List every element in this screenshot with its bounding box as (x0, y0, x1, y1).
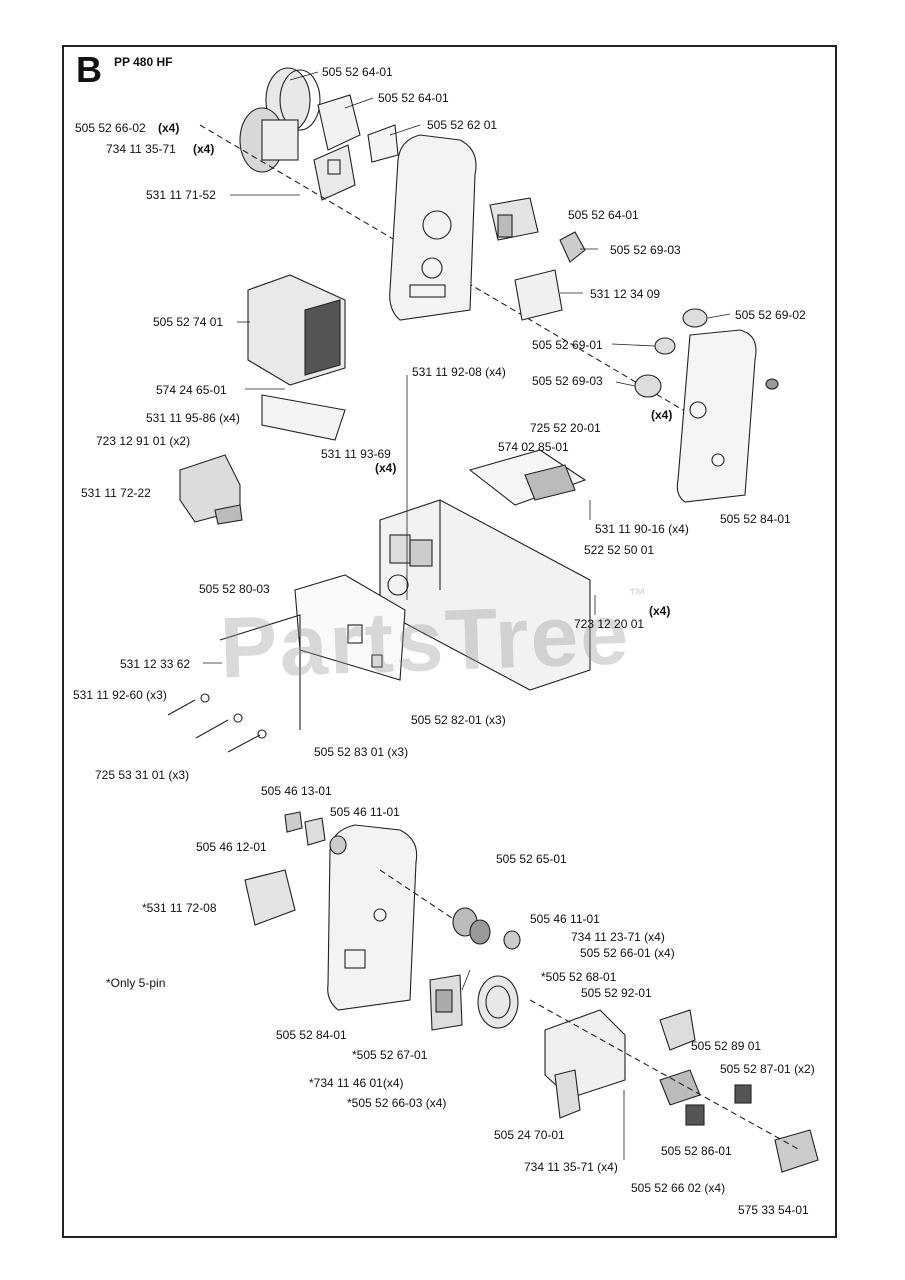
part-label: 505 52 80-03 (199, 582, 270, 596)
part-label: 505 24 70-01 (494, 1128, 565, 1142)
quantity-label: (x4) (651, 408, 673, 422)
part-label: 505 52 64-01 (378, 91, 449, 105)
part-label: 531 11 90-16 (x4) (595, 522, 689, 536)
part-label: 505 52 66-01 (x4) (580, 946, 675, 960)
part-label: *734 11 46 01(x4) (309, 1076, 404, 1090)
quantity-label: (x4) (193, 142, 215, 156)
bottom-socket-housing (529, 999, 819, 1173)
part-label: 725 53 31 01 (x3) (95, 768, 190, 782)
part-label: 723 12 20 01 (574, 617, 645, 631)
part-label: 505 52 74 01 (153, 315, 224, 329)
front-cover-plate (219, 574, 406, 730)
part-label: 505 52 66-02 (75, 121, 146, 135)
part-label: 725 52 20-01 (530, 421, 601, 435)
part-label: *531 11 72-08 (142, 901, 217, 915)
part-label: 531 12 33 62 (120, 657, 191, 671)
part-label: 531 12 34 09 (590, 287, 661, 301)
part-label: 505 52 92-01 (581, 986, 652, 1000)
top-relay-module (489, 197, 586, 321)
part-label: *505 52 66-03 (x4) (347, 1096, 447, 1110)
part-label: 505 46 13-01 (261, 784, 332, 798)
top-panel-front (389, 134, 477, 321)
quantity-label: (x4) (649, 604, 671, 618)
power-supply-module (247, 274, 346, 441)
partstree-watermark: PartsTree™ (218, 584, 649, 697)
part-label: 505 52 82-01 (x3) (411, 713, 506, 727)
part-label: 531 11 93-69 (321, 447, 391, 461)
top-panel-rear (634, 308, 779, 503)
document-number: 575 33 54-01 (738, 1203, 809, 1217)
part-label: 505 52 69-01 (532, 338, 603, 352)
part-label: 734 11 35-71 (x4) (524, 1160, 618, 1174)
main-chassis (379, 449, 591, 691)
part-label: 505 52 69-02 (735, 308, 806, 322)
part-label: 723 12 91 01 (x2) (96, 434, 191, 448)
part-label: *505 52 68-01 (541, 970, 617, 984)
bottom-panel (327, 824, 418, 1011)
connector-block-left (179, 454, 243, 525)
part-label: 574 24 65-01 (156, 383, 227, 397)
part-label: 522 52 50 01 (584, 543, 655, 557)
part-label: 505 52 64-01 (322, 65, 393, 79)
quantity-label: (x4) (158, 121, 180, 135)
part-label: 531 11 72-22 (81, 486, 151, 500)
part-label: 505 52 69-03 (610, 243, 681, 257)
bottom-connectors (244, 811, 463, 1031)
part-label: 505 52 84-01 (720, 512, 791, 526)
part-label: 505 52 87-01 (x2) (720, 1062, 815, 1076)
part-label: 505 46 11-01 (530, 912, 600, 926)
top-motor-assembly (199, 67, 701, 421)
part-label: *505 52 67-01 (352, 1048, 428, 1062)
part-label: 505 46 12-01 (196, 840, 267, 854)
part-label: 505 52 62 01 (427, 118, 498, 132)
screw-set-middle (167, 693, 267, 753)
bottom-plug-assembly (379, 869, 521, 1029)
section-letter: B (76, 49, 102, 90)
part-label: 531 11 92-60 (x3) (73, 688, 167, 702)
quantity-label: (x4) (375, 461, 397, 475)
part-label: 505 52 83 01 (x3) (314, 745, 409, 759)
part-label: 531 11 95-86 (x4) (146, 411, 240, 425)
part-label: 505 52 84-01 (276, 1028, 347, 1042)
part-label: 574 02 85-01 (498, 440, 569, 454)
leader-lines (203, 71, 731, 1160)
part-label: 531 11 92-08 (x4) (412, 365, 506, 379)
diagram-frame (62, 45, 837, 1238)
part-label: 505 52 64-01 (568, 208, 639, 222)
part-label: 505 52 86-01 (661, 1144, 732, 1158)
part-label: 734 11 35-71 (106, 142, 176, 156)
part-label: 505 52 89 01 (691, 1039, 762, 1053)
footnote: *Only 5-pin (106, 976, 166, 990)
part-label: 734 11 23-71 (x4) (571, 930, 665, 944)
model-name: PP 480 HF (114, 55, 173, 69)
part-label: 505 52 69-03 (532, 374, 603, 388)
part-label: 505 52 66 02 (x4) (631, 1181, 726, 1195)
part-label: 505 46 11-01 (330, 805, 400, 819)
part-label: 505 52 65-01 (496, 852, 567, 866)
part-label: 531 11 71-52 (146, 188, 216, 202)
